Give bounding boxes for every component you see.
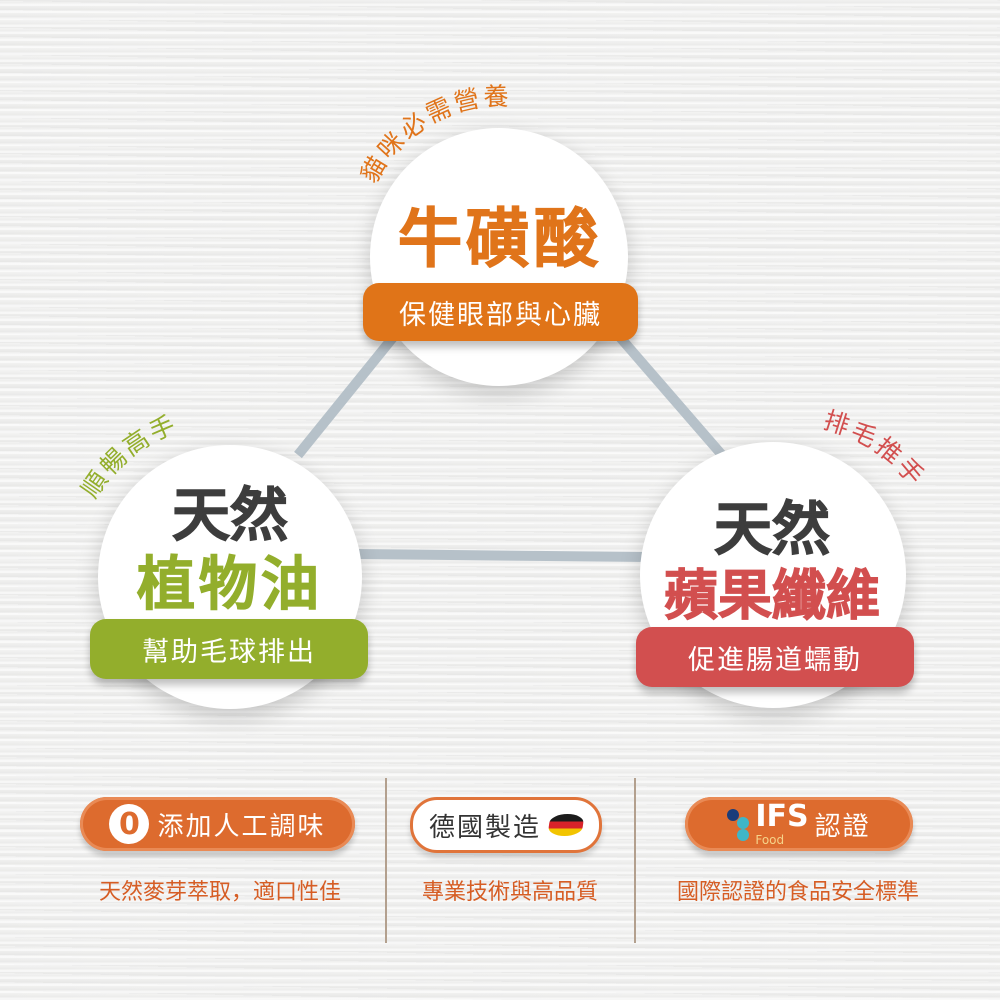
feature-divider-2	[634, 778, 636, 943]
apple-fiber-pill: 促進腸道蠕動	[636, 627, 914, 687]
plant-oil-title-line1: 天然	[171, 481, 288, 550]
ifs-certification-badge: IFS Food 認證	[685, 797, 913, 851]
ifs-hexagon-icon	[727, 809, 751, 841]
germany-flag-icon	[547, 814, 585, 836]
ifs-logo-text: IFS	[755, 799, 809, 834]
no-additive-badge: 0 添加人工調味	[80, 797, 355, 851]
taurine-pill: 保健眼部與心臟	[363, 283, 638, 341]
ifs-certification-caption: 國際認證的食品安全標準	[676, 880, 919, 905]
apple-fiber-title-line2: 蘋果纖維	[664, 564, 881, 628]
made-in-germany-caption: 專業技術與高品質	[421, 880, 598, 905]
no-additive-caption: 天然麥芽萃取，適口性佳	[98, 880, 341, 905]
taurine-title: 牛磺酸	[398, 203, 602, 278]
ifs-certification-text: 認證	[814, 811, 871, 842]
zero-number-circle: 0	[109, 804, 150, 844]
feature-divider-1	[385, 778, 387, 943]
no-additive-badge-text: 添加人工調味	[157, 811, 326, 842]
svg-text:排毛推手: 排毛推手	[820, 405, 931, 492]
apple-fiber-title-line1: 天然	[713, 495, 830, 564]
plant-oil-pill: 幫助毛球排出	[90, 619, 368, 679]
taurine-circle	[370, 128, 628, 386]
made-in-germany-text: 德國製造	[428, 812, 541, 843]
plant-oil-title-line2: 植物油	[136, 550, 323, 619]
ifs-logo-sub: Food	[755, 833, 785, 847]
made-in-germany-badge: 德國製造	[410, 797, 602, 853]
